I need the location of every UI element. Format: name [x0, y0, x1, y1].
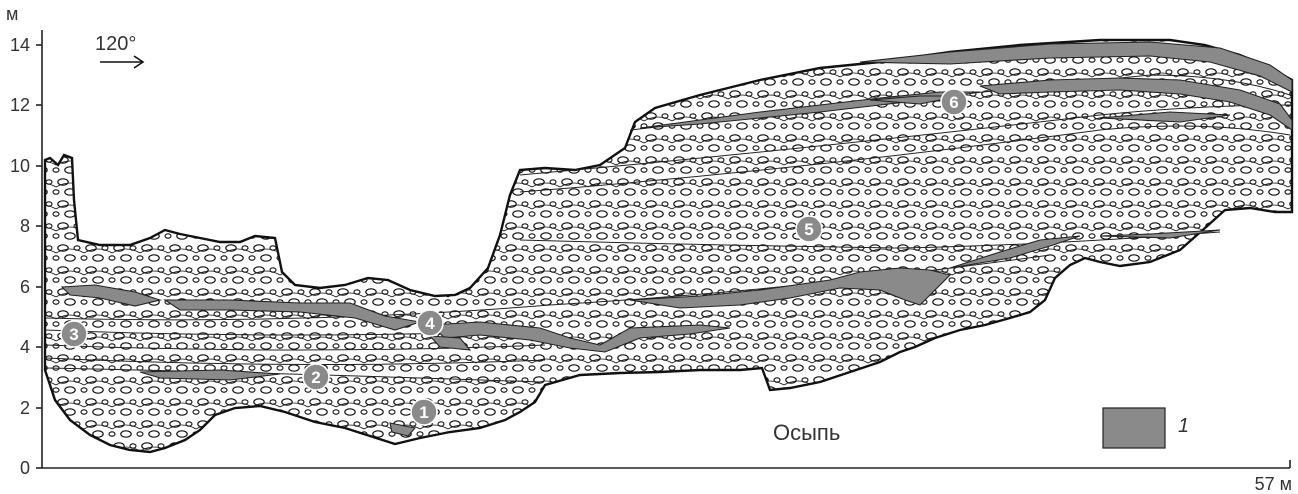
svg-text:5: 5 [804, 220, 813, 239]
y-tick-label: 10 [10, 156, 30, 176]
direction-arrow-icon [100, 56, 143, 68]
marker-6: 6 [941, 89, 967, 115]
y-axis-ticks [36, 45, 42, 468]
y-tick-label: 12 [10, 95, 30, 115]
svg-text:6: 6 [949, 93, 958, 112]
y-tick-label: 0 [20, 458, 30, 478]
marker-2: 2 [303, 364, 329, 390]
svg-text:2: 2 [311, 368, 320, 387]
y-tick-label: 4 [20, 337, 30, 357]
svg-text:1: 1 [419, 403, 428, 422]
marker-5: 5 [796, 216, 822, 242]
y-tick-label: 14 [10, 35, 30, 55]
legend-swatch [1103, 408, 1165, 448]
direction-label: 120° [95, 33, 136, 55]
marker-1: 1 [411, 399, 437, 425]
legend-label: 1 [1178, 415, 1189, 437]
outcrop-outline [45, 40, 1292, 452]
y-axis-unit: м [6, 4, 18, 24]
x-axis-end-label: 57 м [1255, 474, 1292, 494]
marker-3: 3 [61, 321, 87, 347]
svg-text:4: 4 [425, 314, 435, 333]
svg-text:3: 3 [69, 325, 78, 344]
scree-label: Осыпь [773, 420, 840, 445]
y-tick-label: 2 [20, 398, 30, 418]
y-tick-label: 8 [20, 216, 30, 236]
y-tick-label: 6 [20, 277, 30, 297]
marker-4: 4 [417, 310, 443, 336]
